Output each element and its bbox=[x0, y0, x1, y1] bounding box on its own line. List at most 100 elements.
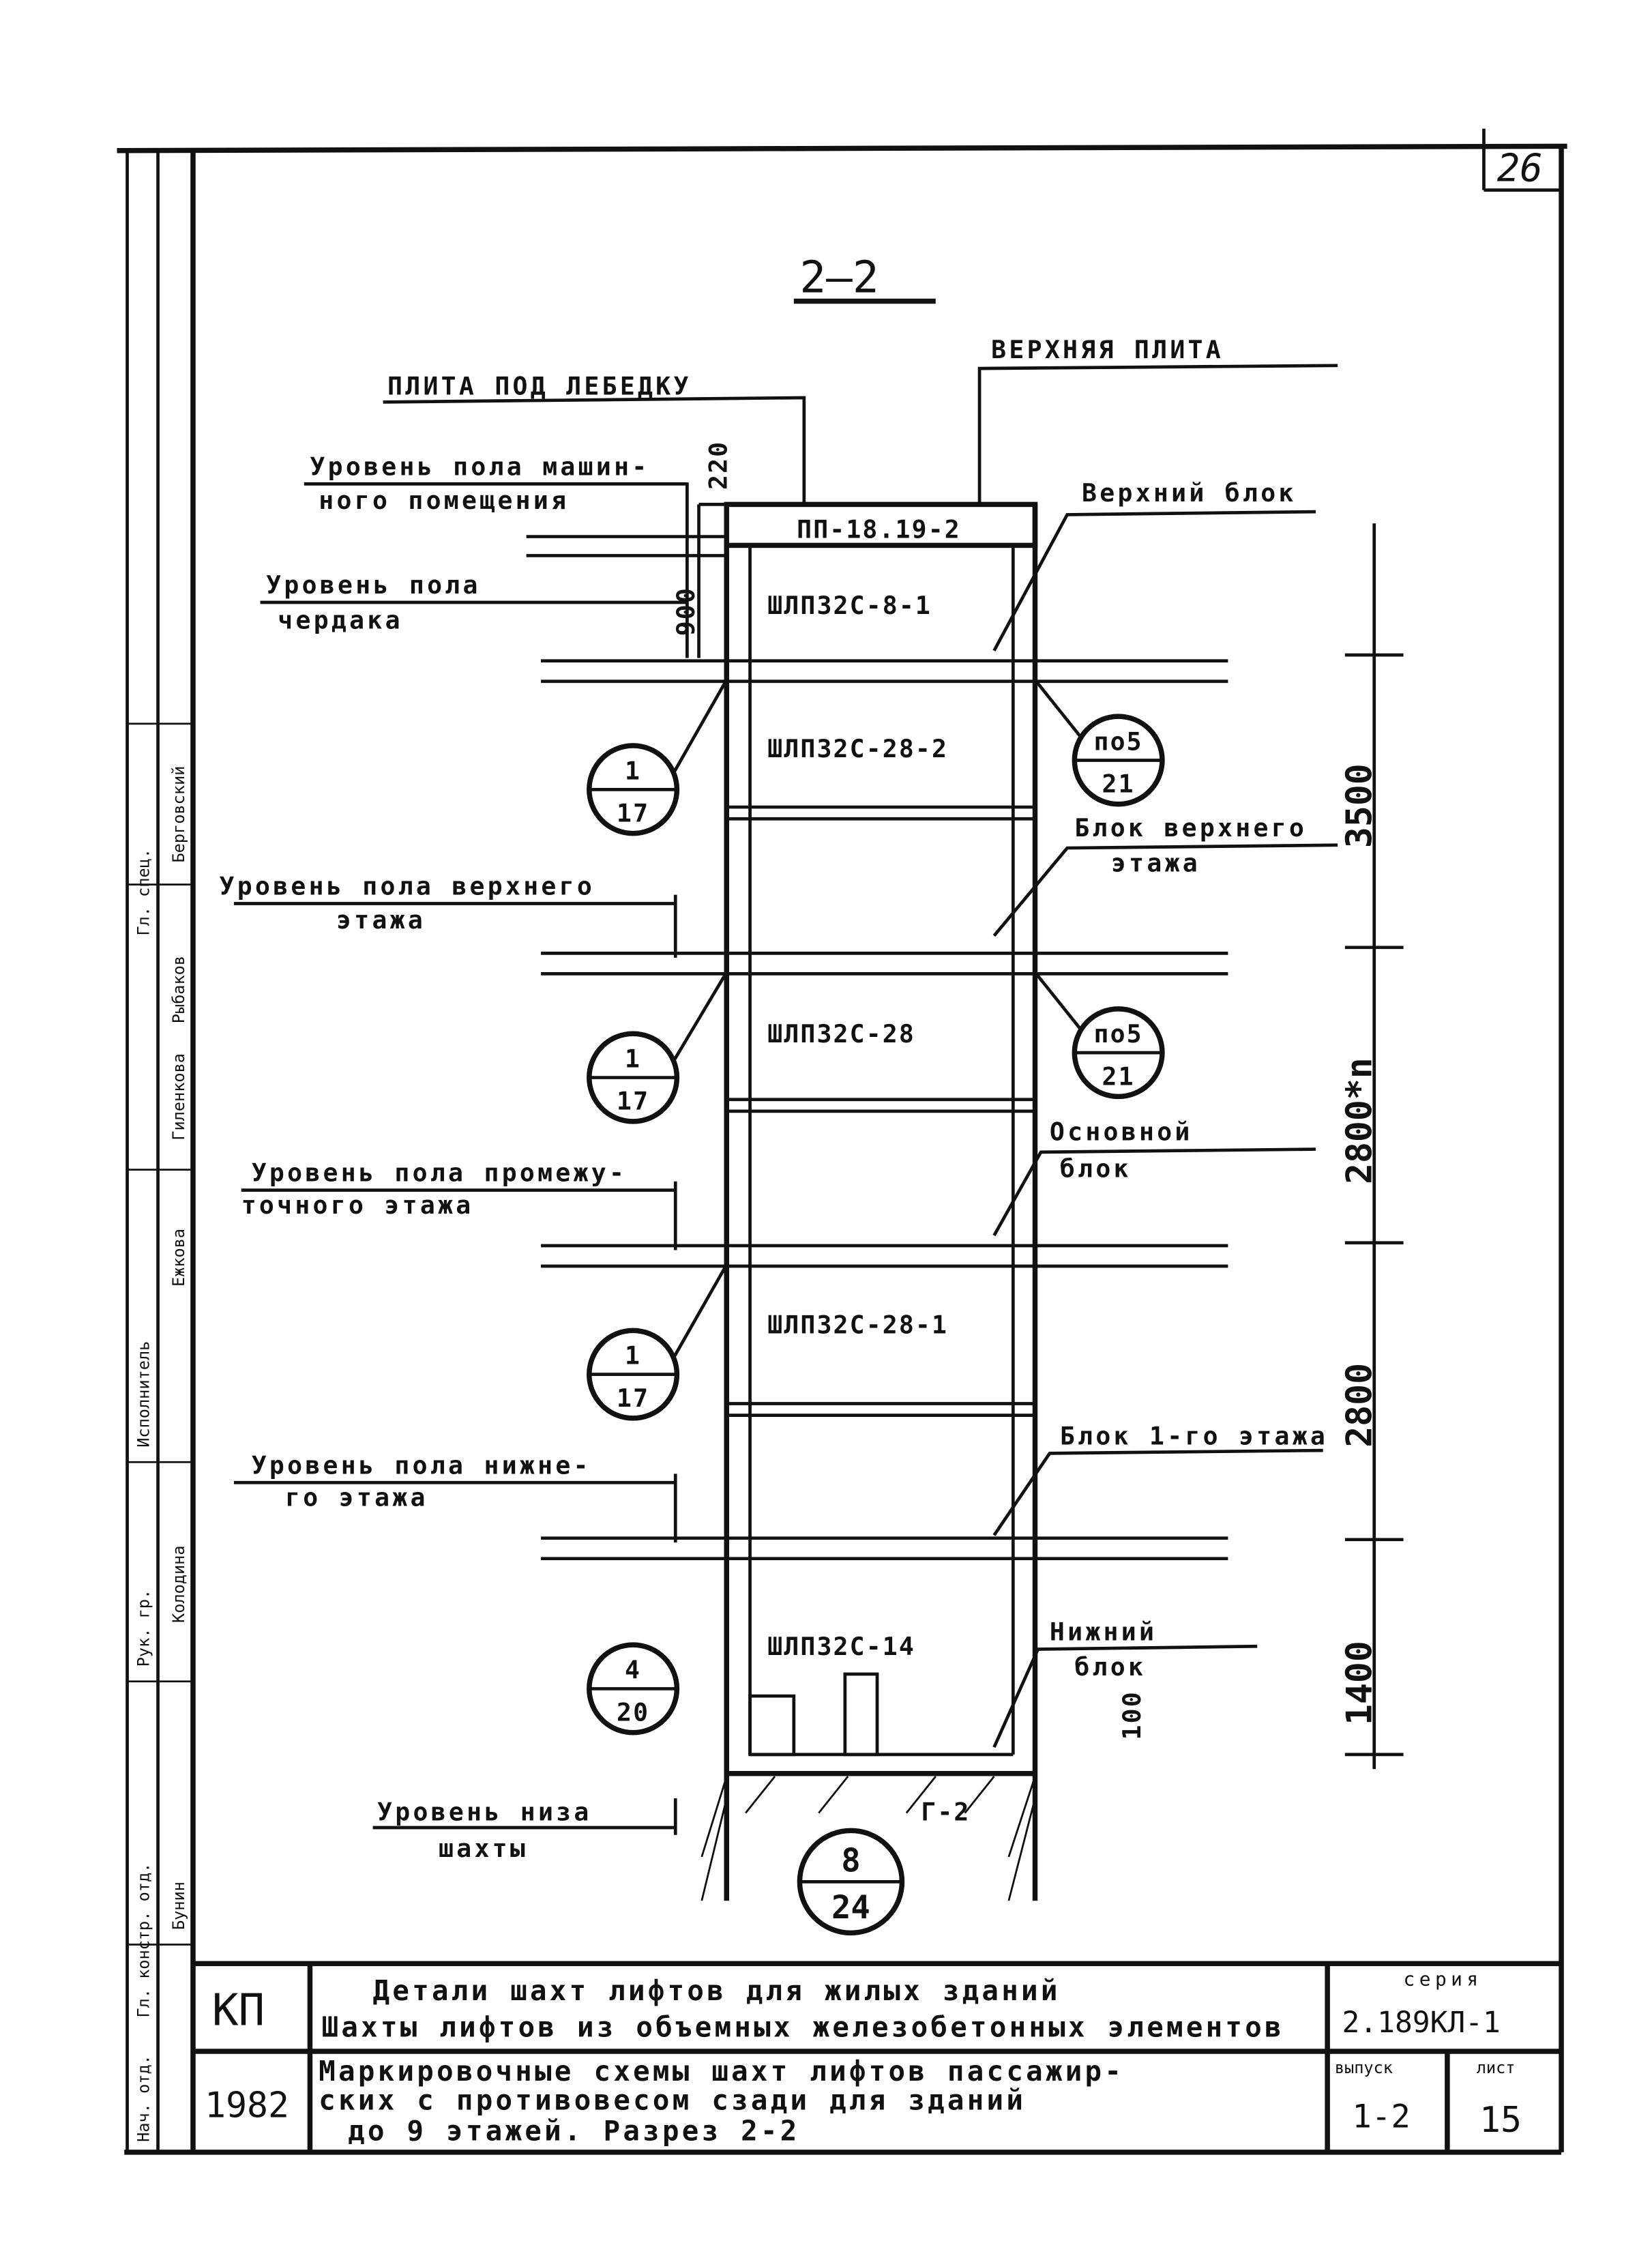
stamp-role: Гл. констр. отд. bbox=[134, 1863, 153, 2018]
label-top-slab: ВЕРХНЯЯ ПЛИТА bbox=[991, 335, 1224, 364]
mark-block: ШЛП32С-28 bbox=[767, 1019, 915, 1049]
drawing-stroke bbox=[748, 1694, 796, 1757]
label-intermediate-floor: точного этажа bbox=[241, 1190, 474, 1220]
label-attic-floor: Уровень пола bbox=[266, 570, 481, 600]
dim-3500: 3500 bbox=[1339, 763, 1380, 848]
title-line: Маркировочные схемы шахт лифтов пассажир… bbox=[319, 2055, 1124, 2087]
title-line: ских с противовесом сзади для зданий bbox=[319, 2084, 1026, 2117]
sheet-label: лист bbox=[1477, 2058, 1516, 2077]
drawing-text: 21 bbox=[1102, 770, 1135, 799]
drawing-stroke bbox=[992, 510, 1316, 651]
floor-joints bbox=[526, 535, 1228, 1561]
dim-2800n: 2800*n bbox=[1339, 1057, 1380, 1184]
dim-220: 220 bbox=[703, 441, 733, 490]
drawing-stroke bbox=[964, 1776, 995, 1814]
drawing-text: 8 bbox=[841, 1842, 860, 1879]
drawing-text: 21 bbox=[1102, 1061, 1135, 1091]
drawing-stroke bbox=[117, 143, 1567, 153]
title-line: до 9 этажей. Разрез 2-2 bbox=[348, 2115, 799, 2148]
drawing-stroke bbox=[1033, 971, 1083, 1032]
drawing-text: по5 bbox=[1094, 727, 1143, 756]
dim-2800: 2800 bbox=[1339, 1363, 1380, 1448]
title-year: 1982 bbox=[205, 2085, 289, 2126]
stamp-name: Колодина bbox=[169, 1545, 188, 1623]
callout: 1 17 bbox=[587, 1263, 728, 1421]
label-machine-room-floor: ного помещения bbox=[319, 486, 569, 515]
series-label: серия bbox=[1404, 1968, 1483, 1991]
drawing-stroke bbox=[977, 364, 1338, 505]
drawing-stroke bbox=[700, 1798, 728, 1901]
label-top-floor-block: Блок верхнего bbox=[1074, 813, 1307, 843]
callout: 8 24 bbox=[797, 1828, 905, 1936]
dim-1400: 1400 bbox=[1339, 1641, 1380, 1725]
drawing-stroke bbox=[992, 1644, 1258, 1748]
label-first-floor-block: Блок 1-го этажа bbox=[1060, 1422, 1328, 1451]
stamp-role: Исполнитель bbox=[134, 1341, 153, 1448]
drawing-stroke bbox=[992, 843, 1338, 937]
section-title: 2—2 bbox=[799, 252, 879, 304]
label-lower-floor: Уровень пола нижне- bbox=[252, 1450, 591, 1480]
label-main-block: Основной bbox=[1050, 1117, 1193, 1147]
title-code: КП bbox=[212, 1984, 265, 2036]
sheet-number: 26 bbox=[1497, 147, 1543, 191]
mark-block: ШЛП32С-8-1 bbox=[767, 591, 932, 620]
drawing-stroke bbox=[843, 1672, 879, 1757]
mark-block: ШЛП32С-28-1 bbox=[767, 1310, 948, 1340]
sheet-value: 15 bbox=[1479, 2100, 1522, 2141]
label-intermediate-floor: Уровень пола промежу- bbox=[252, 1158, 628, 1188]
issue-label: выпуск bbox=[1335, 2058, 1393, 2077]
drawing-stroke bbox=[818, 1776, 849, 1814]
dimension-chain bbox=[673, 482, 1404, 1835]
dim-100: 100 bbox=[1117, 1690, 1147, 1740]
drawing-stroke bbox=[992, 1147, 1316, 1237]
label-lower-block: блок bbox=[1074, 1652, 1146, 1682]
sheet-frame bbox=[117, 128, 1567, 2155]
stamp-name: Рыбаков bbox=[169, 956, 188, 1023]
left-labels: ПЛИТА ПОД ЛЕБЕДКУ Уровень пола машин- но… bbox=[220, 372, 806, 1863]
mark-block: ШЛП32С-14 bbox=[767, 1632, 915, 1661]
label-attic-floor: чердака bbox=[278, 606, 403, 635]
mark-slab: ПП-18.19-2 bbox=[797, 515, 961, 544]
label-lower-block: Нижний bbox=[1050, 1617, 1157, 1647]
label-top-floor-block: этажа bbox=[1111, 848, 1200, 877]
drawing-stroke bbox=[1007, 1798, 1036, 1901]
drawing-text: 20 bbox=[617, 1698, 649, 1727]
drawing-stroke bbox=[700, 1776, 728, 1858]
drawing-text: 1 bbox=[625, 1044, 641, 1074]
title-block: КП 1982 Детали шахт лифтов для жилых зда… bbox=[192, 1961, 1562, 2152]
side-stamp: Нач. отд. Гл. констр. отд. Гл. спец. Рук… bbox=[127, 722, 193, 2142]
label-main-block: блок bbox=[1060, 1154, 1132, 1183]
drawing-stroke bbox=[670, 971, 728, 1064]
stamp-name: Бунин bbox=[169, 1881, 188, 1930]
drawing-text: 1 bbox=[625, 756, 641, 785]
drawing-stroke bbox=[905, 1776, 936, 1814]
drawing-stroke bbox=[670, 679, 728, 776]
drawing-text: 4 bbox=[625, 1655, 641, 1684]
label-top-floor-level: Уровень пола верхнего bbox=[220, 872, 595, 901]
callout: 1 17 bbox=[587, 971, 728, 1124]
drawing-text: по5 bbox=[1094, 1019, 1143, 1049]
stamp-role: Гл. спец. bbox=[134, 849, 153, 936]
dim-900: 900 bbox=[671, 587, 700, 636]
stamp-name: Гиленкова bbox=[169, 1053, 188, 1141]
shaft-section bbox=[526, 501, 1228, 1901]
drawing-stroke bbox=[745, 1776, 776, 1814]
drawing-text: 17 bbox=[617, 798, 649, 827]
drawing-stroke bbox=[383, 396, 806, 505]
title-line: Шахты лифтов из объемных железобетонных … bbox=[322, 2011, 1284, 2044]
callout: по5 21 bbox=[1033, 679, 1165, 807]
label-machine-room-floor: Уровень пола машин- bbox=[310, 452, 649, 482]
stamp-role: Нач. отд. bbox=[134, 2055, 153, 2142]
callout: по5 21 bbox=[1033, 971, 1165, 1100]
label-lower-floor: го этажа bbox=[285, 1483, 428, 1512]
label-shaft-bottom: Уровень низа bbox=[377, 1797, 592, 1826]
drawing-stroke bbox=[1033, 679, 1083, 739]
mark-block: ШЛП32С-28-2 bbox=[767, 734, 948, 763]
right-labels: ВЕРХНЯЯ ПЛИТА Верхний блок Блок верхнего… bbox=[977, 335, 1338, 1748]
mark-ref: Г-2 bbox=[921, 1797, 970, 1826]
stamp-name: Берговский bbox=[169, 766, 188, 863]
drawing-stroke bbox=[992, 1448, 1323, 1536]
issue-value: 1-2 bbox=[1353, 2098, 1411, 2135]
drawing-stroke bbox=[670, 1263, 728, 1361]
